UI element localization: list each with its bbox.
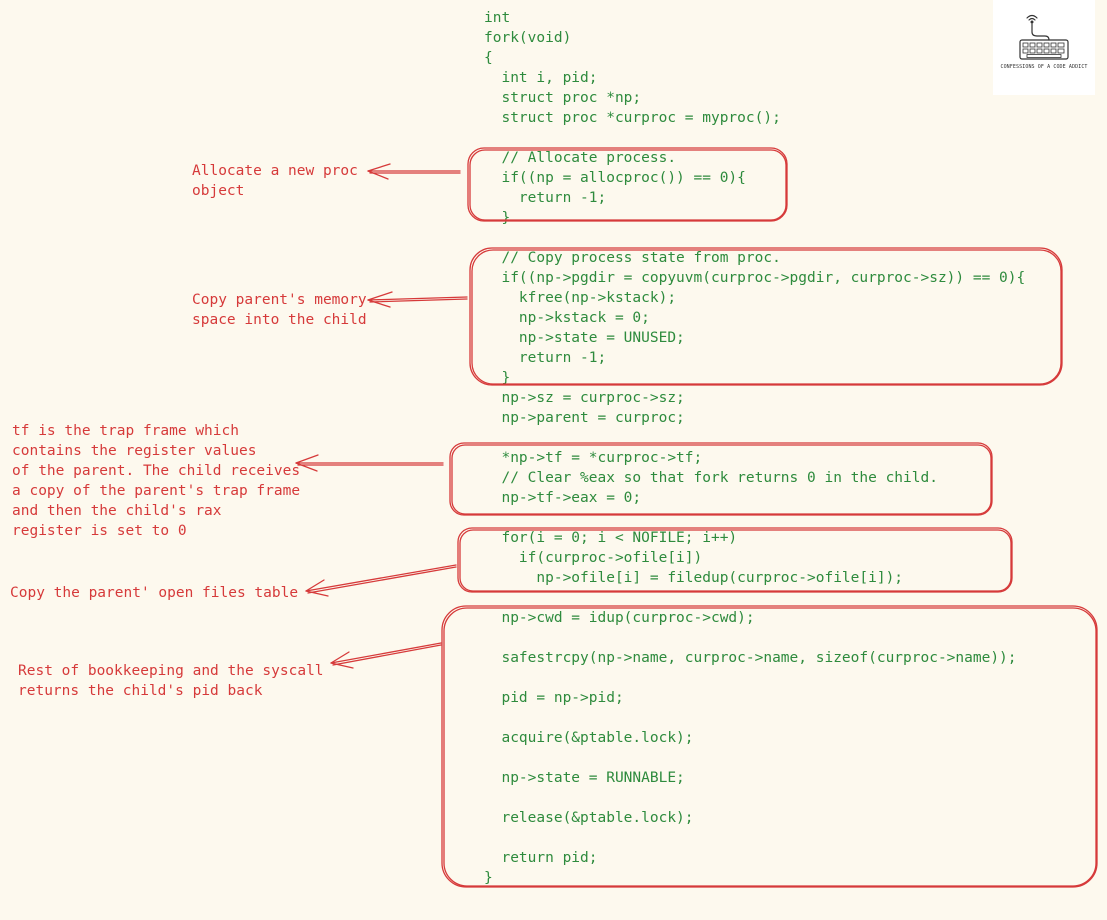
code-line: np->cwd = idup(curproc->cwd); [484, 610, 755, 626]
arrow-bookkeeping [330, 642, 442, 669]
code-line: safestrcpy(np->name, curproc->name, size… [484, 650, 1017, 666]
code-line: // Copy process state from proc. [484, 250, 781, 266]
keyboard-with-antenna-icon [1019, 14, 1069, 60]
brand-name: CONFESSIONS OF A CODE ADDICT [1000, 64, 1088, 70]
code-line: int i, pid; [484, 70, 598, 86]
code-line: } [484, 370, 511, 386]
code-line: fork(void) [484, 30, 572, 46]
annotation-trap-frame: tf is the trap frame which contains the … [12, 423, 301, 539]
code-line [484, 828, 1025, 848]
code-line: np->tf->eax = 0; [484, 490, 642, 506]
arrow-allocate [367, 163, 461, 180]
code-line [484, 628, 1025, 648]
code-line [484, 748, 1025, 768]
annotation-allocate: Allocate a new proc object [192, 163, 358, 199]
annotation-bookkeeping: Rest of bookkeeping and the syscall retu… [18, 663, 324, 699]
code-line [484, 708, 1025, 728]
code-line: acquire(&ptable.lock); [484, 730, 694, 746]
code-listing: int fork(void) { int i, pid; struct proc *… [484, 8, 1025, 888]
code-line: struct proc *curproc = myproc(); [484, 110, 781, 126]
code-line: return pid; [484, 850, 598, 866]
code-line: *np->tf = *curproc->tf; [484, 450, 703, 466]
code-line: return -1; [484, 350, 607, 366]
code-line [484, 228, 1025, 248]
code-line: kfree(np->kstack); [484, 290, 677, 306]
code-line: release(&ptable.lock); [484, 810, 694, 826]
code-line [484, 428, 1025, 448]
code-line: np->ofile[i] = filedup(curproc->ofile[i]… [484, 570, 904, 586]
code-line [484, 668, 1025, 688]
code-line: np->parent = curproc; [484, 410, 685, 426]
code-line: } [484, 870, 493, 886]
code-line: if((np->pgdir = copyuvm(curproc->pgdir, … [484, 270, 1026, 286]
brand-logo: CONFESSIONS OF A CODE ADDICT [993, 0, 1095, 95]
code-line: np->state = UNUSED; [484, 330, 685, 346]
arrow-open-files [305, 564, 457, 597]
arrow-copy-memory [367, 291, 468, 308]
code-line: np->kstack = 0; [484, 310, 650, 326]
code-line: if(curproc->ofile[i]) [484, 550, 703, 566]
annotation-open-files: Copy the parent' open files table [10, 585, 299, 601]
code-line: for(i = 0; i < NOFILE; i++) [484, 530, 738, 546]
code-line: return -1; [484, 190, 607, 206]
code-line [484, 788, 1025, 808]
code-line [484, 588, 1025, 608]
code-line: // Clear %eax so that fork returns 0 in … [484, 470, 938, 486]
code-line: pid = np->pid; [484, 690, 624, 706]
code-line: // Allocate process. [484, 150, 677, 166]
annotation-copy-memory: Copy parent's memory space into the chil… [192, 292, 367, 328]
code-line: int [484, 10, 511, 26]
code-line: } [484, 210, 511, 226]
code-line: if((np = allocproc()) == 0){ [484, 170, 746, 186]
code-line: struct proc *np; [484, 90, 642, 106]
code-line: { [484, 50, 493, 66]
arrow-trap-frame [295, 454, 444, 472]
code-line [484, 508, 1025, 528]
code-line: np->sz = curproc->sz; [484, 390, 685, 406]
code-line: np->state = RUNNABLE; [484, 770, 685, 786]
code-line [484, 128, 1025, 148]
